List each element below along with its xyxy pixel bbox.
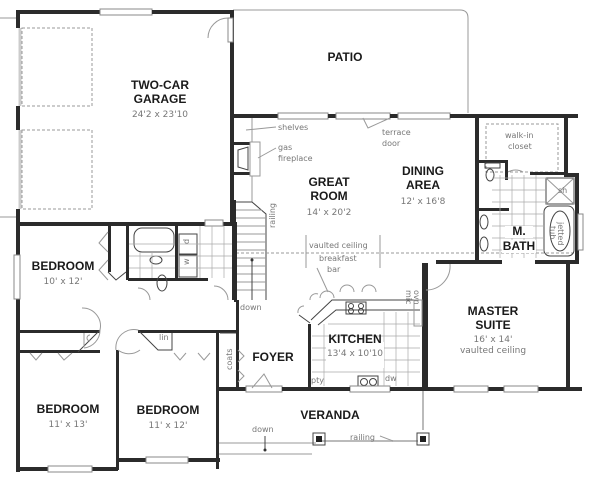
oven-note: ovn xyxy=(412,290,421,305)
breakfast-bar-note-1: breakfast xyxy=(319,254,357,263)
great-room-name-1: GREAT xyxy=(308,175,350,189)
breakfast-bar-note-2: bar xyxy=(327,265,341,274)
veranda-name: VERANDA xyxy=(300,408,360,422)
down-veranda-note: down xyxy=(252,425,274,434)
master-suite-walls xyxy=(425,263,570,393)
lower-bedroom-walls xyxy=(18,300,245,473)
vaulted-ceiling-note: vaulted ceiling xyxy=(309,241,368,250)
master-suite-name-2: SUITE xyxy=(475,318,510,332)
dryer-note: d xyxy=(182,239,191,244)
down-stair-note: down xyxy=(240,303,262,312)
jetted-tub-note-1: jetted xyxy=(556,221,565,245)
great-room-name-2: ROOM xyxy=(310,189,347,203)
bedroom2-name: BEDROOM xyxy=(37,402,100,416)
bedroom3-name: BEDROOM xyxy=(137,403,200,417)
coats-note: coats xyxy=(225,349,234,371)
bedroom3-size: 11' x 12' xyxy=(149,421,188,431)
washer-note: w xyxy=(182,258,191,265)
dining-name-2: AREA xyxy=(406,178,440,192)
hall-bath-tiles xyxy=(129,226,232,278)
gas-fireplace-note-2: fireplace xyxy=(278,154,313,163)
garage-walls xyxy=(16,8,234,226)
dining-name-1: DINING xyxy=(402,164,444,178)
terrace-door-note-2: door xyxy=(382,139,401,148)
stair-treads xyxy=(236,209,266,300)
bedroom-wing-walls xyxy=(13,219,237,472)
garage-size: 24'2 x 23'10 xyxy=(132,110,188,120)
veranda xyxy=(216,388,430,468)
master-suite-name-1: MASTER xyxy=(468,304,519,318)
bedroom1-name: BEDROOM xyxy=(32,259,95,273)
pantry-note: pty xyxy=(311,376,324,385)
great-room-size: 14' x 20'2 xyxy=(307,208,352,218)
bedroom1-size: 10' x 12' xyxy=(44,277,83,287)
foyer-walls xyxy=(216,373,334,393)
dishwasher-note: dw xyxy=(385,374,397,383)
master-suite-ceiling: vaulted ceiling xyxy=(460,346,526,356)
bedroom2-size: 11' x 13' xyxy=(49,420,88,430)
patio-outline xyxy=(233,9,469,113)
garage-name-2: GARAGE xyxy=(134,92,187,106)
shower-note: sh xyxy=(558,186,567,195)
microwave-note: mic xyxy=(404,290,413,304)
master-bath-name-2: BATH xyxy=(503,239,535,253)
gas-fireplace-note-1: gas xyxy=(278,143,292,152)
master-bath-name-1: M. xyxy=(512,224,525,238)
terrace-door-note-1: terrace xyxy=(382,128,411,137)
kitchen-walls xyxy=(297,263,582,393)
linen-note: lin xyxy=(159,333,169,342)
jetted-tub-note-2: tub xyxy=(548,226,557,239)
walkin-closet-note-2: closet xyxy=(508,142,532,151)
master-suite-size: 16' x 14' xyxy=(474,335,513,345)
railing-note: railing xyxy=(268,203,277,228)
foyer-name: FOYER xyxy=(252,350,294,364)
kitchen-size: 13'4 x 10'10 xyxy=(327,349,383,359)
great-room-walls xyxy=(232,112,578,300)
garage-name-1: TWO-CAR xyxy=(131,78,189,92)
shelves-note: shelves xyxy=(278,123,308,132)
railing-veranda-note: railing xyxy=(350,433,375,442)
patio-name: PATIO xyxy=(328,50,363,64)
dining-size: 12' x 16'8 xyxy=(401,197,446,207)
kitchen-name: KITCHEN xyxy=(328,332,381,346)
master-bath-walls xyxy=(436,114,584,264)
walkin-closet-note-1: walk-in xyxy=(505,131,533,140)
